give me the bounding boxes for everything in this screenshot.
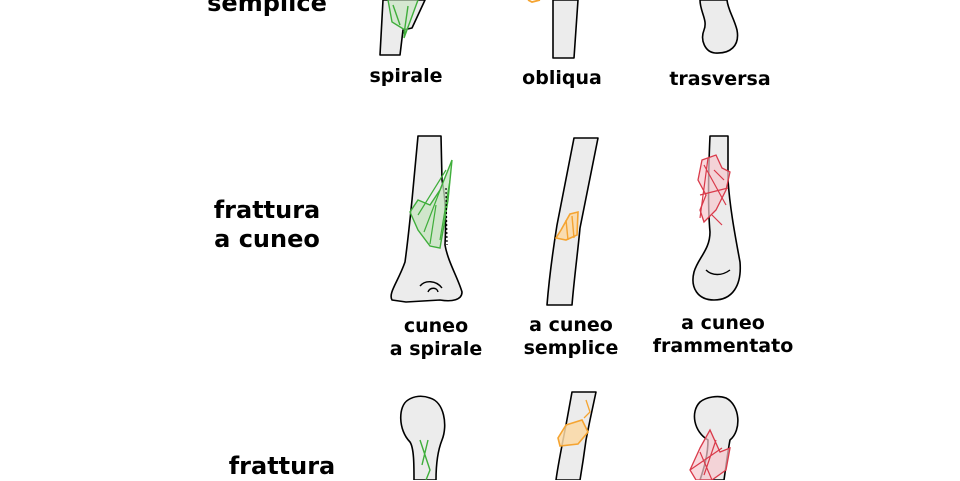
row-title-frattura-a-cuneo: frattura a cuneo [200, 196, 334, 254]
row-title-semplice: semplice [200, 0, 334, 18]
row-title-frattura-complessa: frattura [212, 452, 352, 481]
row-title-line: semplice [207, 0, 327, 17]
row-title-line: a cuneo [214, 225, 320, 253]
caption-cuneo-a-spirale: cuneo a spirale [389, 315, 483, 360]
bone-oblique-fracture [527, 0, 579, 59]
bone-complex-spiral [399, 395, 446, 480]
caption-obliqua: obliqua [522, 67, 602, 89]
row-title-line: frattura [213, 196, 321, 224]
bone-wedge-simple [546, 137, 599, 306]
caption-a-cuneo-semplice: a cuneo semplice [523, 314, 619, 359]
bone-complex-segmental [555, 391, 597, 480]
bone-wedge-fragmented [692, 135, 741, 301]
caption-a-cuneo-frammentato: a cuneo frammentato [652, 312, 794, 357]
bone-spiral-fracture [379, 0, 426, 56]
caption-spirale: spirale [369, 65, 443, 87]
bone-transverse-fracture [699, 0, 739, 54]
bone-complex-irregular [689, 395, 739, 480]
caption-trasversa: trasversa [669, 68, 771, 90]
row-title-line: frattura [228, 452, 336, 480]
bone-wedge-spiral [390, 135, 463, 303]
